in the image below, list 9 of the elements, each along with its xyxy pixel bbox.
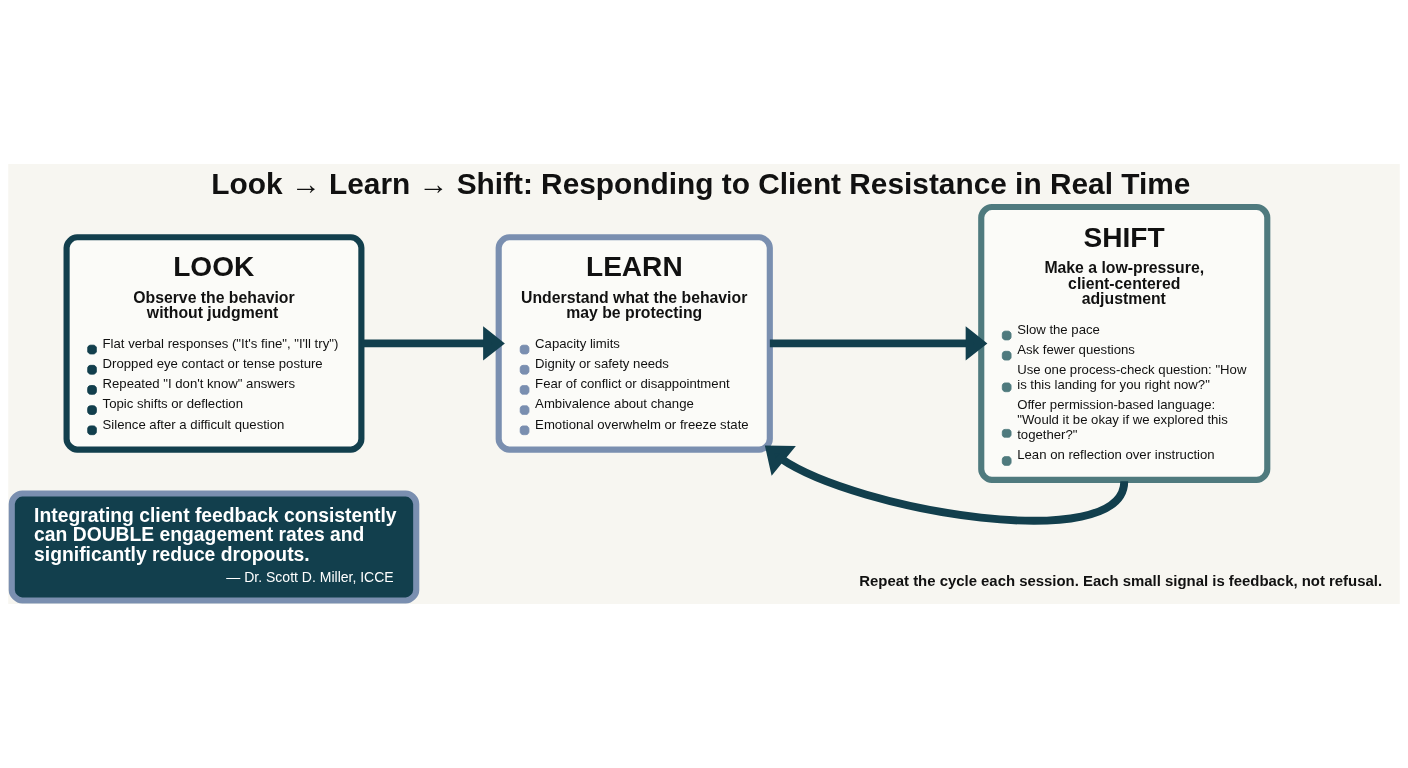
node-box: LEARN Understand what the behavior may be protecting Capacity limits Dignity or safety needs Fear of conflict or disappointment Ambivalence about change Emotional overwhelm or freeze state [495,234,773,453]
arrow [361,326,505,361]
diagram-title: Look → Learn → Shift: Responding to Client Resistance in Real Time [211,167,1191,201]
node-box: SHIFT Make a low-pressure, client-centered adjustment Slow the pace Ask fewer questions Use one process-check question: "How is this landing for you right now?" Offer permission-based language: "Would it be okay if we explored this together?" Lean on reflection over instruction [978,203,1271,483]
label: Repeat the cycle each session. Each small signal is feedback, not refusal. [859,572,1383,589]
node-box: Integrating client feedback consistently can DOUBLE engagement rates and significantly reduce dropouts. — Dr. Scott D. Miller, ICCE [8,490,420,604]
node-box: LOOK Observe the behavior without judgment Flat verbal responses ("It's fine", "I'll try") Dropped eye contact or tense posture Repeated "I don't know" answers Topic shifts or deflection Silence after a difficult question [63,234,365,453]
arrow [769,326,988,361]
arrow [764,445,1128,525]
